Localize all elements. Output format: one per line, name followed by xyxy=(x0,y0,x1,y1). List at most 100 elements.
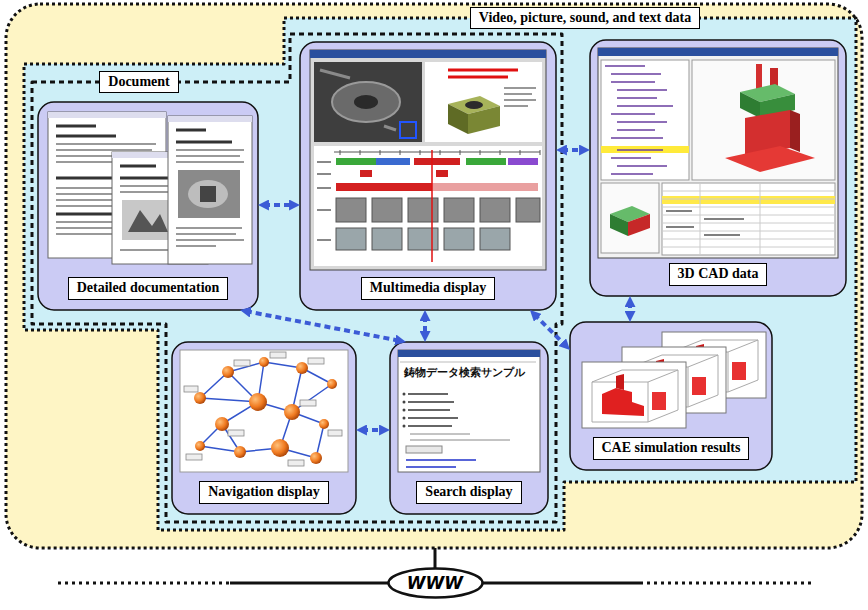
navigation-graph xyxy=(270,352,286,358)
navigation-graph xyxy=(284,404,300,420)
cad-screenshot xyxy=(666,211,744,235)
navigation-graph xyxy=(271,439,289,457)
search-screenshot xyxy=(400,362,536,363)
multimedia-screenshot xyxy=(336,198,366,222)
search-screenshot xyxy=(410,434,510,440)
cad-screenshot xyxy=(598,48,838,258)
document-thumbnails xyxy=(178,170,240,218)
navigation-graph xyxy=(222,366,234,378)
double-arrow-connector xyxy=(562,148,584,152)
document-thumbnails xyxy=(188,180,228,208)
display-panel: CAE simulation results xyxy=(570,322,772,470)
cad-screenshot xyxy=(598,48,838,56)
box-panels xyxy=(172,342,356,514)
document-thumbnails xyxy=(200,186,216,202)
multimedia-screenshot xyxy=(448,70,518,77)
cad-screenshot xyxy=(725,146,815,172)
document-region-outline xyxy=(32,30,562,522)
multimedia-screenshot xyxy=(372,198,402,222)
panel-caption: 3D CAD data xyxy=(669,263,768,286)
navigation-graph xyxy=(180,350,348,472)
multimedia-screenshot xyxy=(314,146,542,266)
search-screenshot xyxy=(403,409,406,412)
multimedia-screenshot xyxy=(465,101,483,109)
panel-caption: Navigation display xyxy=(199,481,329,504)
cad-screenshot xyxy=(692,60,835,180)
double-arrow-connector xyxy=(534,314,566,346)
multimedia-screenshot xyxy=(317,162,331,240)
multimedia-screenshot xyxy=(332,82,400,122)
multimedia-screenshot xyxy=(314,62,422,142)
search-screenshot xyxy=(398,350,540,472)
double-arrow-connector xyxy=(423,316,427,336)
double-arrow-connector xyxy=(264,203,294,207)
navigation-graph xyxy=(319,419,329,429)
box-panels xyxy=(38,102,258,310)
panel-caption: CAE simulation results xyxy=(593,437,750,460)
search-screenshot xyxy=(406,460,476,467)
multimedia-screenshot xyxy=(372,228,402,250)
cad-screenshot xyxy=(628,214,650,236)
multimedia-screenshot xyxy=(431,150,433,262)
display-panel: Detailed documentation xyxy=(38,102,258,310)
navigation-graph xyxy=(308,358,324,364)
multimedia-screenshot xyxy=(336,183,432,191)
display-panel: 3D CAD data xyxy=(590,40,846,296)
navigation-graph xyxy=(184,352,342,466)
navigation-graph xyxy=(194,357,337,464)
box-panels xyxy=(590,40,846,296)
multimedia-screenshot xyxy=(376,158,410,165)
navigation-graph xyxy=(310,452,322,464)
cad-screenshot xyxy=(662,196,835,204)
multimedia-screenshot xyxy=(336,228,366,250)
multimedia-screenshot xyxy=(310,50,546,58)
multimedia-screenshot xyxy=(516,198,540,222)
cad-screenshot xyxy=(662,183,835,255)
cad-screenshot xyxy=(598,48,838,258)
cae-result-cards xyxy=(582,362,686,428)
search-screenshot xyxy=(398,350,540,357)
navigation-graph xyxy=(228,430,244,436)
multimedia-screenshot xyxy=(480,228,510,250)
document-region: DocumentDetailed documentationMultimedia… xyxy=(32,30,562,522)
navigation-graph xyxy=(195,441,205,451)
navigation-graph xyxy=(327,379,337,389)
network-label: WWW xyxy=(407,573,463,593)
network-wire xyxy=(58,582,230,585)
document-thumbnails xyxy=(122,200,172,240)
region-label: Document xyxy=(99,71,178,94)
multimedia-screenshot xyxy=(508,158,538,165)
multimedia-screenshot xyxy=(444,228,474,250)
multimedia-screenshot xyxy=(400,122,416,138)
double-arrow-connector xyxy=(628,302,632,316)
multimedia-screenshot xyxy=(432,183,538,191)
multimedia-screenshot xyxy=(354,95,378,109)
navigation-graph xyxy=(259,357,269,367)
navigation-graph xyxy=(215,417,229,431)
multimedia-screenshot xyxy=(480,198,510,222)
navigation-graph xyxy=(234,360,250,366)
screen-title: 鋳物データ検索サンプル xyxy=(404,366,525,380)
multimedia-screenshot xyxy=(320,70,396,130)
multimedia-screenshot xyxy=(310,50,546,270)
panel-caption: Search display xyxy=(416,481,521,504)
document-thumbnails xyxy=(48,112,166,118)
cad-screenshot xyxy=(610,214,628,236)
multimedia-screenshot xyxy=(414,158,460,165)
navigation-graph xyxy=(180,350,348,472)
document-region-outline xyxy=(32,34,562,522)
cad-screenshot xyxy=(740,92,760,118)
multimedia-screenshot xyxy=(466,158,506,165)
panel-caption: Multimedia display xyxy=(361,277,495,300)
data-region-outline xyxy=(24,18,856,530)
multimedia-screenshot xyxy=(408,228,438,250)
multimedia-screenshot xyxy=(336,158,376,165)
search-screenshot xyxy=(403,393,406,428)
search-screenshot xyxy=(408,394,458,426)
cad-screenshot xyxy=(605,66,673,174)
multimedia-screenshot xyxy=(504,88,536,106)
navigation-graph xyxy=(249,393,267,411)
document-thumbnails xyxy=(168,116,252,264)
navigation-graph xyxy=(186,454,202,460)
